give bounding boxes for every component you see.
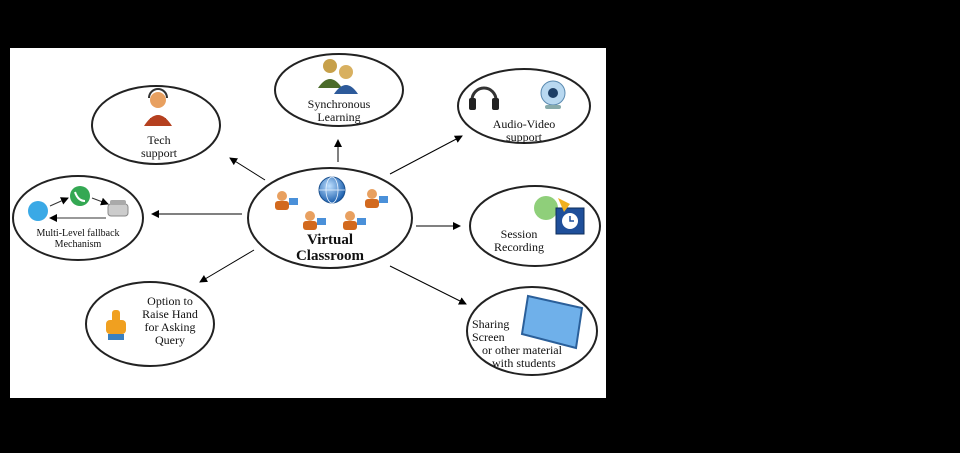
hand-pointer-icon: [106, 310, 126, 340]
sharing-screen-label: Sharing Screen or other material with st…: [472, 318, 592, 370]
raise-hand-line3: for Asking: [144, 320, 196, 334]
monitor-icon: [520, 294, 584, 350]
synchronous-line1: Synchronous: [307, 97, 371, 111]
fallback-line2: Mechanism: [54, 239, 102, 250]
arrow-to-sharing: [389, 265, 467, 305]
raise-hand-label: Option to Raise Hand for Asking Query: [130, 295, 210, 347]
fallback-label: Multi-Level fallback Mechanism: [23, 228, 133, 250]
sharing-screen-line2: Screen: [472, 330, 505, 344]
sharing-screen-line4: with students: [492, 356, 556, 370]
sharing-screen-line3: or other material: [482, 343, 562, 357]
fallback-arrow-1: [49, 197, 69, 207]
student-icon: [365, 189, 388, 208]
headphones-icon: [469, 86, 499, 110]
recording-icon: [534, 196, 585, 235]
skype-icon: [28, 201, 48, 221]
diagram-svg: [12, 53, 601, 376]
diagram-canvas: Tech support Synchronous Learning Audio-…: [10, 48, 606, 398]
student-icon: [275, 191, 298, 210]
fallback-line1: Multi-Level fallback: [36, 228, 120, 239]
users-icon: [318, 59, 358, 94]
phone-icon: [70, 186, 90, 206]
webcam-icon: [540, 80, 566, 109]
center-title-line1: Virtual: [306, 232, 354, 248]
raise-hand-line1: Option to: [147, 294, 193, 308]
student-icon: [303, 211, 326, 230]
raise-hand-line4: Query: [155, 333, 185, 347]
fallback-arrow-2: [91, 197, 109, 206]
sharing-screen-line1: Sharing: [472, 317, 510, 331]
session-recording-label: Session Recording: [484, 228, 554, 254]
tech-support-line2: support: [141, 146, 177, 160]
session-recording-line2: Recording: [494, 240, 544, 254]
raise-hand-line2: Raise Hand: [142, 307, 198, 321]
synchronous-line2: Learning: [317, 110, 361, 124]
student-icon: [343, 211, 366, 230]
arrow-to-audio: [389, 135, 463, 175]
audio-video-line1: Audio-Video: [492, 117, 556, 131]
audio-video-line2: support: [506, 130, 542, 144]
arrow-to-tech: [229, 157, 266, 181]
synchronous-label: Synchronous Learning: [294, 98, 384, 124]
tech-support-line1: Tech: [147, 133, 171, 147]
telephone-icon: [107, 200, 129, 217]
raise-hand-node: [85, 281, 215, 367]
headset-operator-icon: [144, 88, 172, 126]
arrow-to-raise-hand: [199, 249, 255, 283]
tech-support-label: Tech support: [124, 134, 194, 160]
session-recording-line1: Session: [500, 227, 538, 241]
center-label: Virtual Classroom: [280, 232, 380, 264]
center-title-line2: Classroom: [295, 248, 365, 264]
globe-icon: [318, 176, 346, 204]
audio-video-label: Audio-Video support: [479, 118, 569, 144]
